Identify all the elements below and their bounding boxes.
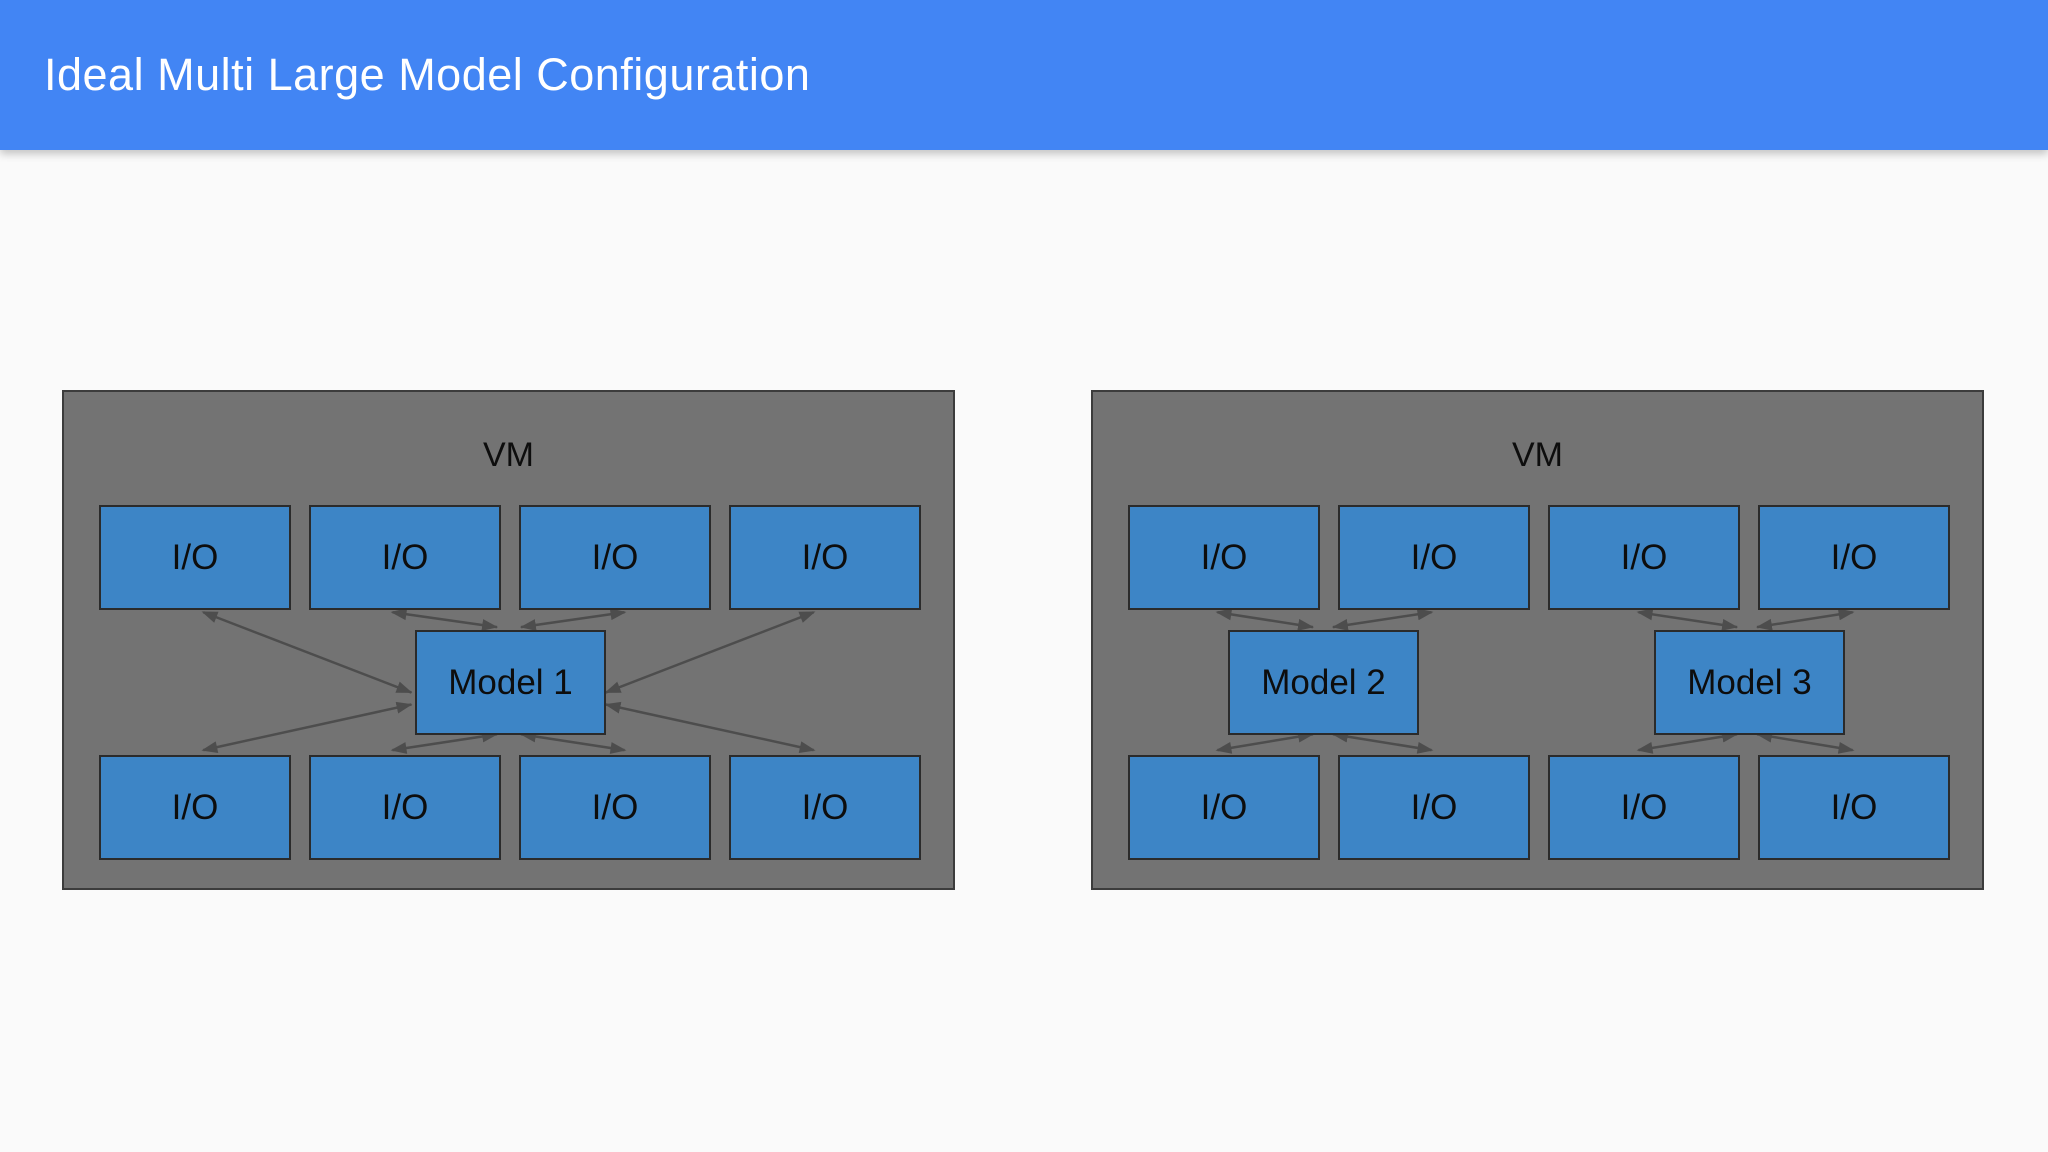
vm2-label: VM	[1512, 436, 1563, 474]
arrow-vm1-ioBottom1-model1	[201, 701, 413, 753]
app-header: Ideal Multi Large Model Configuration	[0, 0, 2048, 150]
arrow-vm1-ioTop2-model1	[390, 608, 499, 631]
vm1-arrows-layer	[201, 608, 816, 754]
arrow-vm2-ioTop1-model2	[1215, 608, 1314, 631]
vm-box-2: VM I/O I/O I/O I/O Model 2 Model 3	[1091, 390, 1984, 890]
page-title: Ideal Multi Large Model Configuration	[44, 49, 811, 100]
arrow-vm1-ioTop1-model1	[201, 611, 413, 694]
arrow-vm2-ioTop2-model2	[1331, 608, 1434, 631]
arrow-vm1-ioBottom4-model1	[604, 701, 816, 753]
vm1-label: VM	[483, 436, 534, 474]
vm1-io-top-4: I/O	[729, 505, 921, 610]
arrow-vm2-ioBottom4-model3	[1756, 730, 1855, 754]
arrow-vm1-ioBottom3-model1	[519, 730, 627, 754]
vm2-model-3: Model 3	[1654, 630, 1845, 735]
vm2-io-bottom-2: I/O	[1338, 755, 1530, 860]
vm2-arrows-layer	[1215, 608, 1855, 754]
vm2-io-top-1: I/O	[1128, 505, 1320, 610]
arrow-vm2-ioTop3-model3	[1636, 608, 1739, 631]
vm1-io-bottom-2: I/O	[309, 755, 501, 860]
vm2-io-bottom-1: I/O	[1128, 755, 1320, 860]
arrow-vm2-ioBottom1-model2	[1215, 730, 1314, 754]
vm2-io-top-4: I/O	[1758, 505, 1950, 610]
vm1-io-bottom-3: I/O	[519, 755, 711, 860]
vm2-io-bottom-4: I/O	[1758, 755, 1950, 860]
arrow-vm1-ioTop4-model1	[604, 611, 816, 694]
vm1-io-top-1: I/O	[99, 505, 291, 610]
arrow-vm2-ioBottom3-model3	[1636, 730, 1739, 754]
vm1-model-1: Model 1	[415, 630, 606, 735]
vm-box-1: VM I/O I/O I/O I/O Model 1 I/O	[62, 390, 955, 890]
arrow-vm1-ioTop3-model1	[519, 608, 627, 631]
vm2-io-top-2: I/O	[1338, 505, 1530, 610]
arrow-vm2-ioBottom2-model2	[1331, 730, 1434, 754]
vm2-model-2: Model 2	[1228, 630, 1419, 735]
vm2-io-bottom-3: I/O	[1548, 755, 1740, 860]
vm1-io-top-3: I/O	[519, 505, 711, 610]
vm1-io-bottom-1: I/O	[99, 755, 291, 860]
vm2-io-top-3: I/O	[1548, 505, 1740, 610]
arrow-vm1-ioBottom2-model1	[390, 730, 499, 754]
vm1-io-top-2: I/O	[309, 505, 501, 610]
vm1-io-bottom-4: I/O	[729, 755, 921, 860]
arrow-vm2-ioTop4-model3	[1756, 608, 1855, 631]
